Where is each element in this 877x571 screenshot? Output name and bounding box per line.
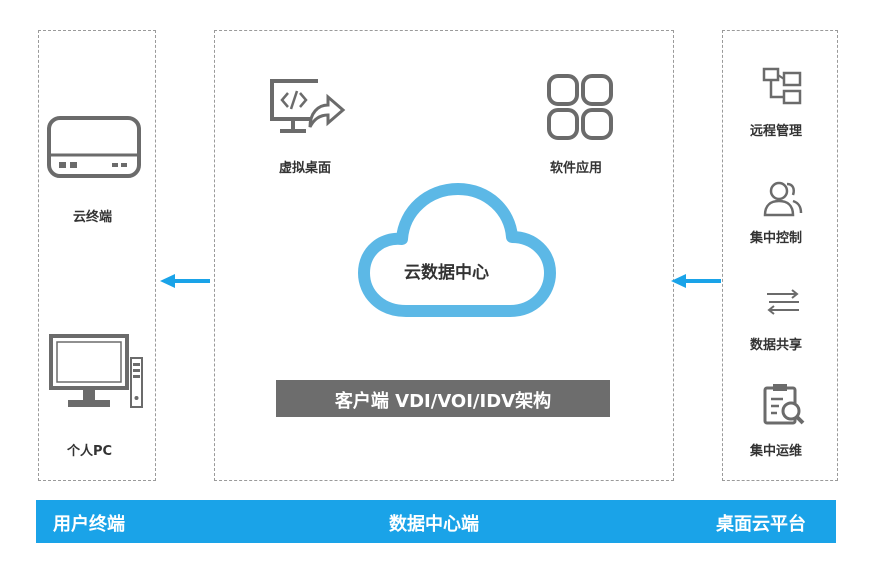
data-sharing-icon	[767, 289, 799, 315]
central-ops-label: 集中运维	[750, 444, 803, 459]
remote-management-icon	[762, 67, 802, 105]
cloud-icon	[358, 183, 556, 317]
data-center-panel	[214, 30, 674, 481]
central-control-label: 集中控制	[750, 231, 803, 246]
architecture-bar: 客户端 VDI/VOI/IDV架构	[276, 380, 610, 417]
personal-pc-icon	[49, 334, 143, 408]
cloud-dc-label: 云数据中心	[404, 263, 489, 283]
cloud-terminal-label: 云终端	[73, 210, 113, 225]
central-ops-icon	[763, 384, 805, 425]
left-arrow	[160, 274, 210, 288]
user-terminal-panel	[38, 30, 156, 481]
remote-management-label: 远程管理	[750, 124, 803, 139]
architecture-label: 客户端 VDI/VOI/IDV架构	[334, 391, 552, 412]
data-sharing-label: 数据共享	[750, 338, 803, 353]
user-terminal-title: 用户终端	[53, 514, 125, 535]
personal-pc-label: 个人PC	[67, 444, 113, 459]
virtual-desktop-icon	[270, 79, 346, 133]
data-center-title: 数据中心端	[389, 514, 479, 535]
desktop-cloud-panel	[722, 30, 838, 481]
virtual-desktop-label: 虚拟桌面	[279, 161, 332, 176]
right-panel-arrow	[671, 274, 721, 288]
software-app-icon	[547, 74, 613, 140]
central-control-icon	[763, 181, 803, 217]
software-app-label: 软件应用	[550, 161, 603, 176]
bottom-category-bar: 用户终端 数据中心端 桌面云平台	[36, 500, 836, 543]
cloud-terminal-icon	[47, 116, 141, 178]
desktop-cloud-title: 桌面云平台	[716, 514, 806, 535]
